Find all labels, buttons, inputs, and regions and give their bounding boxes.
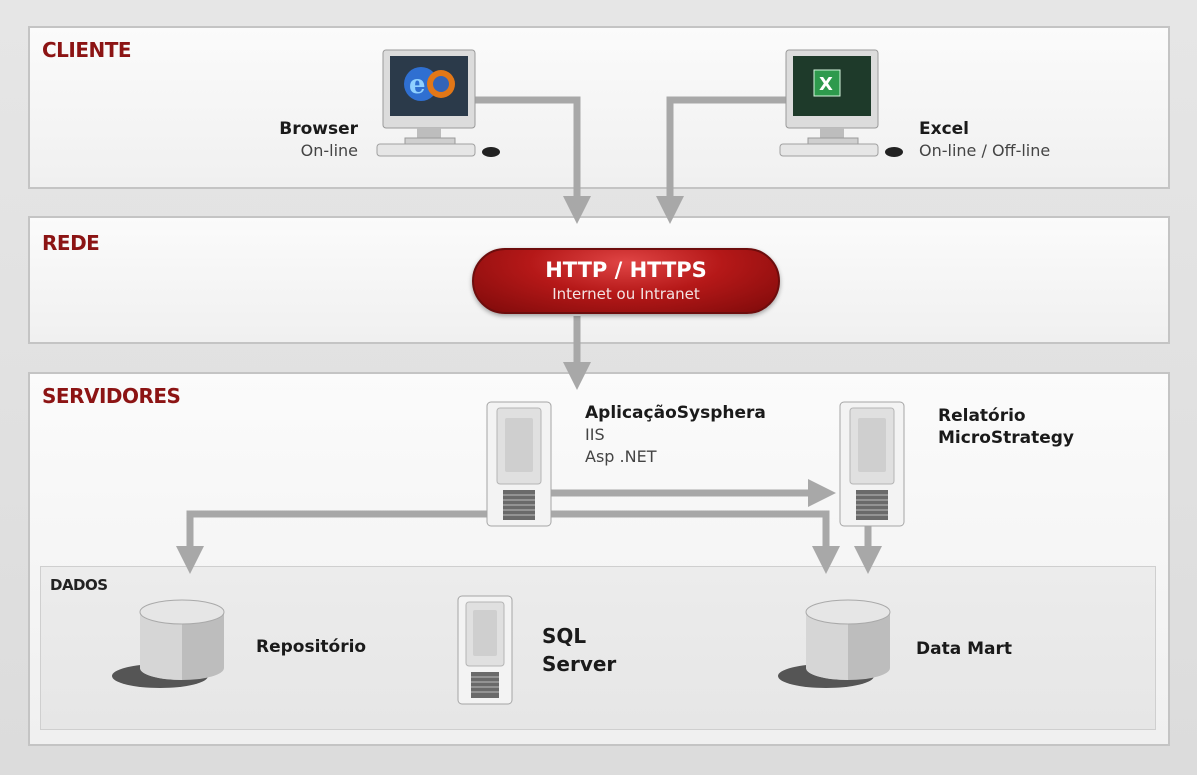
report-server-line2: MicroStrategy	[938, 428, 1075, 448]
section-title-cliente: CLIENTE	[42, 38, 132, 62]
browser-subtitle: On-line	[300, 141, 358, 160]
arrow-excel-to-network	[656, 96, 786, 224]
report-server-label: Relatório MicroStrategy	[938, 405, 1074, 449]
app-server-iis: IIS	[585, 425, 605, 444]
svg-text:X: X	[819, 74, 833, 95]
http-protocol-pill: HTTP / HTTPS Internet ou Intranet	[472, 248, 780, 314]
browser-monitor-icon: e	[375, 46, 505, 166]
excel-label: Excel On-line / Off-line	[919, 118, 1050, 162]
data-panel	[40, 566, 1156, 730]
repository-database-icon	[110, 598, 240, 694]
section-title-servidores: SERVIDORES	[42, 384, 181, 408]
browser-label: Browser On-line	[272, 118, 358, 162]
network-scope-label: Internet ou Intranet	[552, 285, 700, 303]
excel-monitor-icon: X	[778, 46, 908, 166]
report-server-line1: Relatório	[938, 406, 1026, 426]
browser-title: Browser	[279, 119, 358, 139]
repository-title: Repositório	[256, 637, 367, 657]
report-server-icon	[838, 400, 908, 532]
sql-server-line1: SQL	[542, 624, 587, 648]
datamart-label: Data Mart	[916, 638, 1012, 660]
svg-text:e: e	[409, 70, 426, 100]
section-title-rede: REDE	[42, 231, 100, 255]
datamart-database-icon	[776, 598, 906, 694]
protocol-label: HTTP / HTTPS	[545, 258, 707, 282]
datamart-title: Data Mart	[916, 639, 1012, 659]
arrow-app-to-repository	[176, 510, 490, 574]
section-title-dados: DADOS	[50, 576, 108, 594]
repository-label: Repositório	[256, 636, 366, 658]
excel-subtitle: On-line / Off-line	[919, 141, 1051, 160]
sql-server-line2: Server	[542, 652, 617, 676]
arrow-browser-to-network	[470, 96, 591, 224]
sql-server-label: SQL Server	[542, 622, 616, 678]
app-server-label: AplicaçãoSysphera IIS Asp .NET	[585, 402, 766, 468]
app-server-aspnet: Asp .NET	[585, 447, 657, 466]
app-server-title: AplicaçãoSysphera	[585, 403, 766, 423]
arrow-app-to-datamart	[548, 510, 840, 574]
client-panel	[28, 26, 1170, 189]
excel-title: Excel	[919, 119, 970, 139]
sql-server-icon	[456, 594, 516, 710]
app-server-icon	[485, 400, 555, 532]
